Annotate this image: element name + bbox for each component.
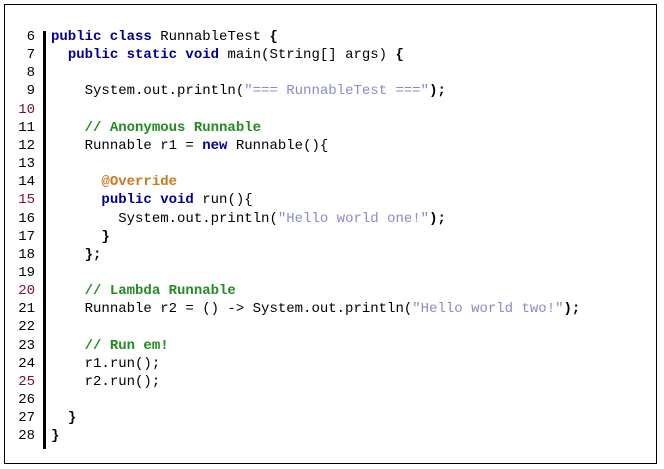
line-number: 26 [18, 392, 35, 408]
code-indent [51, 211, 118, 227]
code-line: } [51, 427, 59, 445]
code-token: run(){ [193, 192, 253, 208]
code-token: public class [51, 29, 152, 45]
code-indent [51, 283, 85, 299]
code-indent [51, 229, 101, 245]
line-number: 12 [18, 138, 35, 154]
line-number: 13 [18, 156, 35, 172]
line-number: 11 [18, 120, 35, 136]
code-indent [51, 47, 68, 63]
code-token: RunnableTest [151, 29, 270, 45]
code-line: public static void main(String[] args) { [51, 46, 404, 64]
code-indent [51, 120, 85, 136]
code-line: r2.run(); [51, 373, 161, 391]
code-line: public void run(){ [51, 191, 253, 209]
code-indent [51, 301, 85, 317]
code-line: // Lambda Runnable [51, 282, 236, 300]
line-number: 25 [18, 374, 35, 390]
code-token: @Override [101, 174, 178, 190]
line-number: 15 [18, 192, 35, 208]
code-token: ); [429, 83, 446, 99]
line-number: 6 [26, 29, 35, 45]
code-token: // Run em! [84, 338, 169, 354]
code-line: // Anonymous Runnable [51, 119, 261, 137]
line-number: 9 [26, 83, 35, 99]
code-token: { [395, 47, 404, 63]
line-number: 23 [18, 338, 35, 354]
line-number: 22 [18, 319, 35, 335]
code-token: r1.run(); [84, 356, 161, 372]
code-indent [51, 247, 85, 263]
code-token: public void [101, 192, 194, 208]
line-number: 20 [18, 283, 35, 299]
code-token: Runnable r2 = () -> System.out.println( [84, 301, 413, 317]
code-token: { [269, 29, 278, 45]
code-token: ); [429, 211, 446, 227]
code-token: public static void [67, 47, 220, 63]
line-number: 19 [18, 265, 35, 281]
code-line: r1.run(); [51, 355, 161, 373]
line-number: 8 [26, 65, 35, 81]
code-token: Runnable r1 = [84, 138, 203, 154]
code-line: public class RunnableTest { [51, 28, 278, 46]
code-token: r2.run(); [84, 374, 161, 390]
code-token: "=== RunnableTest ===" [244, 83, 430, 99]
code-indent [51, 356, 85, 372]
code-indent [51, 138, 85, 154]
line-number: 24 [18, 356, 35, 372]
line-number: 17 [18, 229, 35, 245]
gutter-divider [43, 31, 46, 449]
code-token: } [101, 229, 110, 245]
code-token: // Anonymous Runnable [84, 120, 262, 136]
code-token: "Hello world one!" [277, 211, 430, 227]
code-line: Runnable r1 = new Runnable(){ [51, 137, 329, 155]
line-number: 10 [18, 102, 35, 118]
line-number: 27 [18, 410, 35, 426]
code-token: Runnable(){ [227, 138, 329, 154]
code-token: ); [563, 301, 581, 317]
line-number: 18 [18, 247, 35, 263]
code-token: }; [84, 247, 102, 263]
code-line: Runnable r2 = () -> System.out.println("… [51, 300, 581, 318]
code-line: } [51, 228, 110, 246]
line-number: 21 [18, 301, 35, 317]
code-token: System.out.println( [118, 211, 278, 227]
code-token: "Hello world two!" [412, 301, 564, 317]
code-token: // Lambda Runnable [84, 283, 236, 299]
code-line: // Run em! [51, 337, 169, 355]
code-line: } [51, 409, 76, 427]
code-token: } [67, 410, 77, 426]
line-number: 28 [18, 428, 35, 444]
code-indent [51, 174, 101, 190]
line-number: 7 [26, 47, 35, 63]
code-token: main(String[] args) [219, 47, 396, 63]
code-indent [51, 192, 101, 208]
line-number: 14 [18, 174, 35, 190]
code-line: System.out.println("=== RunnableTest ===… [51, 82, 446, 100]
code-indent [51, 374, 85, 390]
code-token: new [202, 138, 228, 154]
line-number: 16 [18, 211, 35, 227]
code-line: System.out.println("Hello world one!"); [51, 210, 446, 228]
code-indent [51, 338, 85, 354]
code-line: }; [51, 246, 102, 264]
code-token: } [51, 428, 60, 444]
code-line: @Override [51, 173, 177, 191]
code-indent [51, 83, 85, 99]
code-token: System.out.println( [84, 83, 245, 99]
code-indent [51, 410, 68, 426]
